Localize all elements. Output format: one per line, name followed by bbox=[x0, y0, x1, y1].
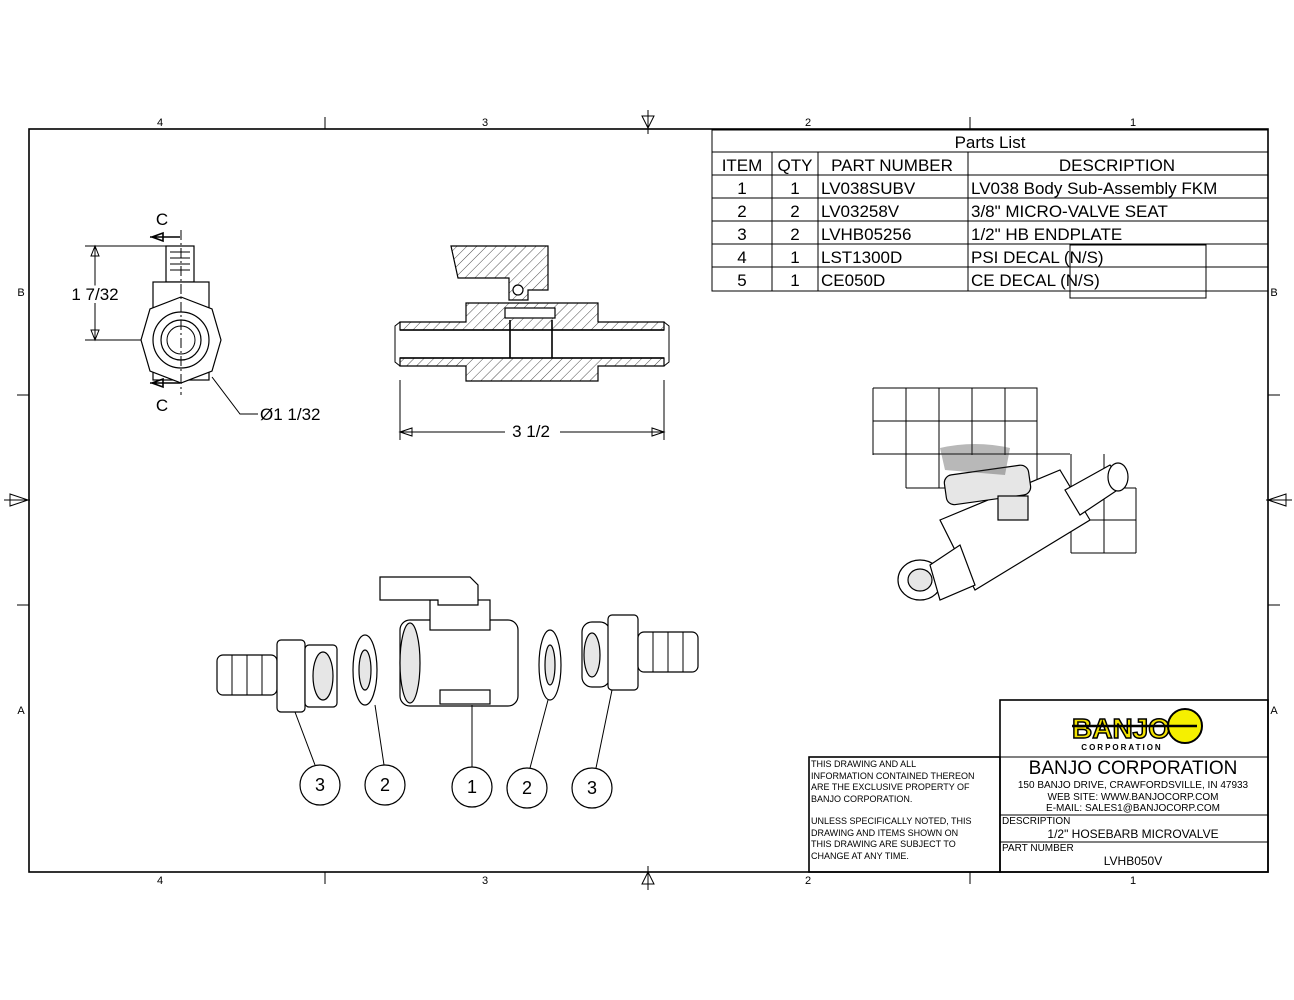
balloon-number: 3 bbox=[315, 775, 325, 795]
description-label: DESCRIPTION bbox=[1002, 816, 1070, 827]
parts-cell: CE050D bbox=[821, 271, 885, 290]
notice-line: DRAWING AND ITEMS SHOWN ON bbox=[811, 828, 958, 838]
exploded-view bbox=[216, 576, 699, 769]
item-balloon: 1 bbox=[451, 766, 493, 808]
zone-col-2: 2 bbox=[805, 117, 811, 129]
item-balloon: 3 bbox=[571, 767, 613, 809]
parts-list-row: 2 2 LV03258V 3/8" MICRO-VALVE SEAT bbox=[737, 202, 1168, 221]
balloon-circle bbox=[571, 767, 613, 809]
logo-subtext: CORPORATION bbox=[1081, 743, 1162, 752]
decal-callout-box bbox=[1069, 244, 1207, 299]
diameter-dimension: Ø1 1/32 bbox=[260, 405, 321, 424]
notice-line: THIS DRAWING AND ALL bbox=[811, 759, 916, 769]
header-description: DESCRIPTION bbox=[1059, 156, 1175, 175]
logo-text: BANJO bbox=[1072, 713, 1170, 744]
company-email: E-MAIL: SALES1@BANJOCORP.COM bbox=[1046, 803, 1220, 814]
parts-cell: 2 bbox=[737, 202, 746, 221]
company-name: BANJO CORPORATION bbox=[1029, 758, 1238, 779]
notice-line: ARE THE EXCLUSIVE PROPERTY OF bbox=[811, 782, 970, 792]
item-balloons: 3 2 1 2 3 bbox=[299, 764, 613, 809]
parts-cell: LVHB05256 bbox=[821, 225, 911, 244]
zone-col-1: 1 bbox=[1130, 117, 1136, 129]
parts-list-row: 1 1 LV038SUBV LV038 Body Sub-Assembly FKM bbox=[737, 179, 1217, 198]
parts-cell: CE DECAL (N/S) bbox=[971, 271, 1100, 290]
parts-cell: 1 bbox=[737, 179, 746, 198]
parts-cell: LV038 Body Sub-Assembly FKM bbox=[971, 179, 1217, 198]
parts-list-row: 4 1 LST1300D PSI DECAL (N/S) bbox=[737, 248, 1103, 267]
end-view: C C 1 7/32 Ø1 1/32 bbox=[68, 210, 321, 424]
notice-line: THIS DRAWING ARE SUBJECT TO bbox=[811, 839, 956, 849]
zone-markers: 4 3 2 1 4 3 2 1 B A B A bbox=[4, 110, 1292, 890]
parts-list-row: 5 1 CE050D CE DECAL (N/S) bbox=[737, 271, 1100, 290]
balloon-number: 2 bbox=[522, 778, 532, 798]
part-number-label: PART NUMBER bbox=[1002, 843, 1074, 854]
parts-list-row: 3 2 LVHB05256 1/2" HB ENDPLATE bbox=[737, 225, 1122, 244]
parts-cell: 4 bbox=[737, 248, 746, 267]
parts-cell: 1/2" HB ENDPLATE bbox=[971, 225, 1122, 244]
section-label-bottom: C bbox=[156, 396, 168, 415]
header-qty: QTY bbox=[778, 156, 813, 175]
parts-cell: 1 bbox=[790, 179, 799, 198]
zone-row-a-right: A bbox=[1270, 705, 1278, 717]
balloon-number: 1 bbox=[467, 777, 477, 797]
zone-col-4-bottom: 4 bbox=[157, 875, 163, 887]
zone-col-1-bottom: 1 bbox=[1130, 875, 1136, 887]
zone-col-3: 3 bbox=[482, 117, 488, 129]
company-address: 150 BANJO DRIVE, CRAWFORDSVILLE, IN 4793… bbox=[1018, 780, 1249, 791]
part-number-value: LVHB050V bbox=[1104, 854, 1162, 868]
parts-list-title: Parts List bbox=[955, 133, 1026, 152]
parts-cell: 2 bbox=[790, 202, 799, 221]
balloon-number: 3 bbox=[587, 778, 597, 798]
notice-line: BANJO CORPORATION. bbox=[811, 794, 912, 804]
parts-cell: LV038SUBV bbox=[821, 179, 916, 198]
parts-cell: 2 bbox=[790, 225, 799, 244]
length-dimension: 3 1/2 bbox=[512, 422, 550, 441]
parts-cell: PSI DECAL (N/S) bbox=[971, 248, 1104, 267]
header-part-number: PART NUMBER bbox=[831, 156, 953, 175]
zone-row-b-left: B bbox=[17, 287, 24, 299]
item-balloon: 2 bbox=[364, 764, 406, 806]
parts-list-table: Parts List ITEM QTY PART NUMBER DESCRIPT… bbox=[711, 129, 1269, 299]
parts-cell: 1 bbox=[790, 248, 799, 267]
balloon-circle bbox=[299, 764, 341, 806]
parts-cell: 1 bbox=[790, 271, 799, 290]
banjo-logo: BANJO CORPORATION bbox=[1071, 708, 1203, 752]
notice-line: UNLESS SPECIFICALLY NOTED, THIS bbox=[811, 816, 972, 826]
balloon-circle bbox=[506, 767, 548, 809]
zone-col-3-bottom: 3 bbox=[482, 875, 488, 887]
item-balloon: 2 bbox=[506, 767, 548, 809]
header-item: ITEM bbox=[722, 156, 763, 175]
description-value: 1/2" HOSEBARB MICROVALVE bbox=[1047, 827, 1218, 841]
title-block: BANJO CORPORATION THIS DRAWING AND ALL I… bbox=[808, 699, 1269, 873]
height-dimension: 1 7/32 bbox=[71, 285, 118, 304]
notice-line: INFORMATION CONTAINED THEREON bbox=[811, 771, 975, 781]
zone-row-a-left: A bbox=[17, 705, 25, 717]
parts-cell: 5 bbox=[737, 271, 746, 290]
parts-cell: 3/8" MICRO-VALVE SEAT bbox=[971, 202, 1168, 221]
balloon-number: 2 bbox=[380, 775, 390, 795]
zone-row-b-right: B bbox=[1270, 287, 1277, 299]
notice-line: CHANGE AT ANY TIME. bbox=[811, 851, 909, 861]
balloon-circle bbox=[451, 766, 493, 808]
parts-cell: 3 bbox=[737, 225, 746, 244]
parts-cell: LST1300D bbox=[821, 248, 902, 267]
zone-col-4: 4 bbox=[157, 117, 163, 129]
balloon-circle bbox=[364, 764, 406, 806]
parts-cell: LV03258V bbox=[821, 202, 900, 221]
isometric-view bbox=[872, 387, 1137, 611]
company-website: WEB SITE: WWW.BANJOCORP.COM bbox=[1048, 792, 1219, 803]
section-view: 3 1/2 bbox=[394, 245, 670, 441]
item-balloon: 3 bbox=[299, 764, 341, 806]
zone-col-2-bottom: 2 bbox=[805, 875, 811, 887]
section-label-top: C bbox=[156, 210, 168, 229]
